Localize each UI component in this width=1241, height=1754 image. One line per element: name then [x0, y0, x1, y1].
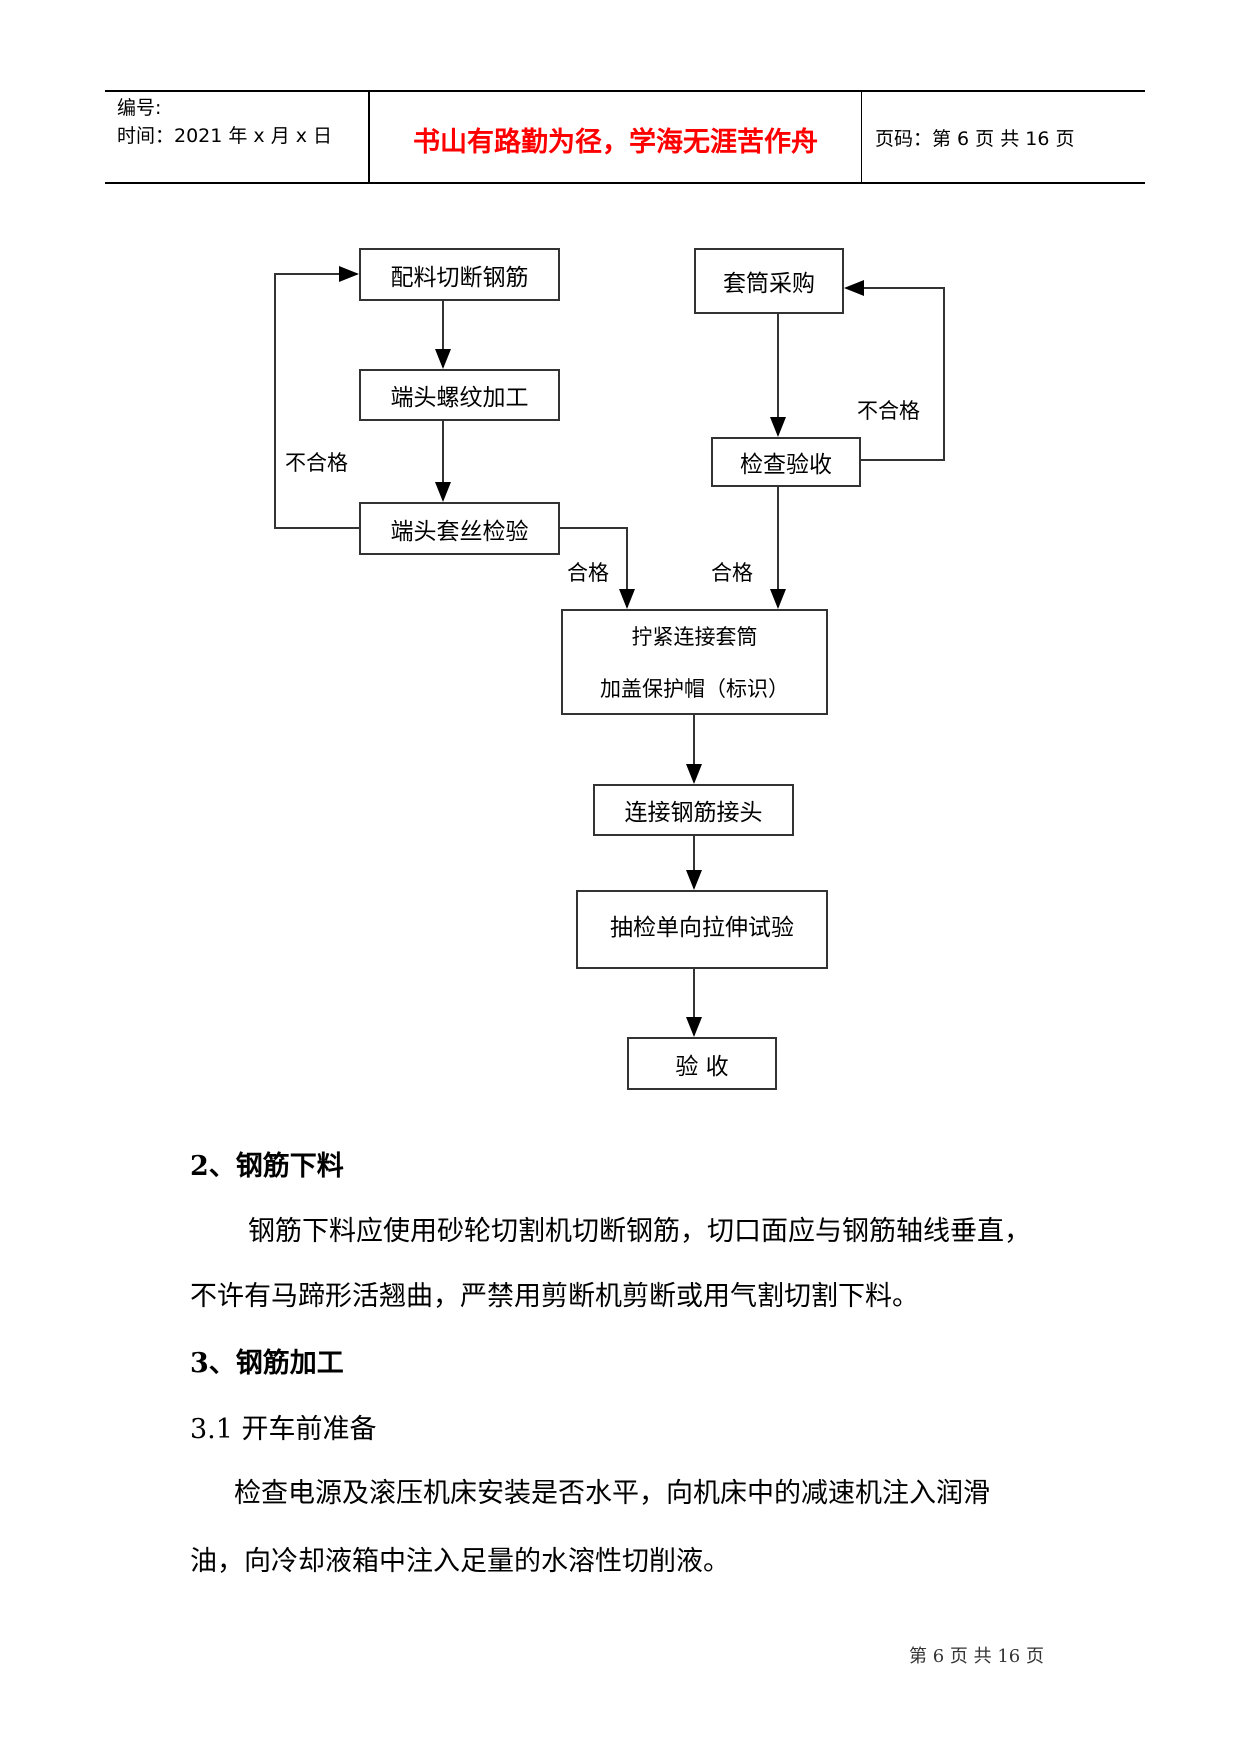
flow-step-purchase: 套筒采购 [694, 248, 844, 314]
paragraph-line: 钢筋下料应使用砂轮切割机切断钢筋，切口面应与钢筋轴线垂直， [248, 1216, 1031, 1247]
number-label: 编号: [117, 97, 162, 119]
divider [861, 92, 862, 182]
paragraph-line: 检查电源及滚压机床安装是否水平，向机床中的减速机注入润滑 [234, 1478, 990, 1509]
time-label: 时间：2021 年 x 月 x 日 [117, 125, 333, 147]
arrow-fail-right [844, 280, 945, 461]
flow-step-cut: 配料切断钢筋 [359, 248, 560, 301]
label-pass-left: 合格 [567, 561, 609, 585]
flow-step-inspect-thread: 端头套丝检验 [359, 502, 560, 555]
subsection-heading: 3.1 开车前准备 [190, 1414, 377, 1445]
arrow-pass-left [560, 527, 635, 609]
page-footer: 第 6 页 共 16 页 [909, 1646, 1044, 1667]
flow-step-tensile: 抽检单向拉伸试验 [576, 890, 828, 969]
tighten-line-1: 拧紧连接套筒 [631, 625, 758, 649]
flow-step-tighten: 拧紧连接套筒 加盖保护帽（标识） [561, 609, 828, 715]
flow-step-check: 检查验收 [711, 437, 861, 487]
section-heading: 2、钢筋下料 [190, 1151, 344, 1182]
page-header: 编号: 时间：2021 年 x 月 x 日 书山有路勤为径，学海无涯苦作舟 页码… [105, 90, 1145, 184]
header-motto: 书山有路勤为径，学海无涯苦作舟 [413, 127, 818, 158]
label-pass-right: 合格 [711, 561, 753, 585]
header-meta: 编号: 时间：2021 年 x 月 x 日 [117, 94, 332, 150]
paragraph-line: 不许有马蹄形活翘曲，严禁用剪断机剪断或用气割切割下料。 [190, 1281, 919, 1312]
flow-step-thread: 端头螺纹加工 [359, 369, 560, 421]
section-heading: 3、钢筋加工 [190, 1348, 344, 1379]
header-page-number: 页码：第 6 页 共 16 页 [875, 128, 1075, 150]
paragraph-line: 油，向冷却液箱中注入足量的水溶性切削液。 [190, 1546, 730, 1577]
flow-step-connect: 连接钢筋接头 [593, 784, 794, 836]
label-fail-left: 不合格 [285, 451, 348, 475]
tighten-line-2: 加盖保护帽（标识） [600, 677, 789, 701]
flow-step-accept: 验 收 [627, 1037, 777, 1090]
arrow-fail-left [274, 266, 359, 529]
divider [368, 92, 370, 182]
flowchart-connectors [274, 266, 945, 1037]
label-fail-right: 不合格 [857, 399, 920, 423]
